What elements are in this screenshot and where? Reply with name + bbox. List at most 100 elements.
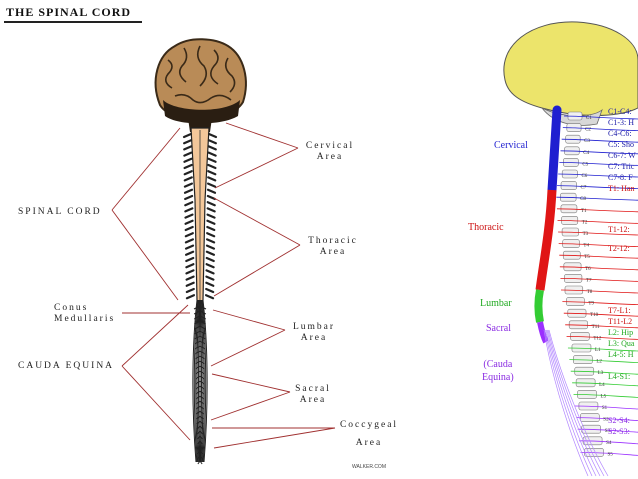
nerve-rootlet	[206, 232, 216, 238]
cauda-fiber-right	[548, 329, 609, 477]
vertebra-label: C5	[582, 162, 588, 167]
cauda-fiber-right	[546, 329, 601, 477]
cauda-branch	[194, 355, 201, 360]
nerve-rootlet	[184, 213, 194, 219]
nerve-rootlet	[183, 188, 194, 194]
cauda-branch	[199, 340, 206, 345]
diagram-title: THE SPINAL CORD	[6, 5, 132, 19]
nerve-rootlet	[206, 219, 216, 225]
cauda-fiber	[195, 299, 199, 463]
nerve-rootlet	[184, 225, 194, 232]
spinal-nerve	[558, 173, 638, 178]
spinal-nerve	[562, 301, 638, 305]
nerve-rootlet	[207, 145, 217, 151]
cauda-branch	[197, 450, 201, 455]
cauda-branch	[199, 315, 206, 320]
nerve-rootlet	[205, 250, 215, 256]
cauda-branch	[199, 370, 205, 375]
vertebra-label: S1	[602, 406, 608, 411]
cauda-branch	[199, 335, 206, 340]
cauda-branch	[199, 305, 207, 310]
spinal-nerve	[574, 405, 638, 410]
cauda-branch	[193, 310, 201, 315]
cauda-fiber	[192, 299, 198, 463]
cauda-branch	[196, 420, 201, 425]
spinal-nerve	[566, 336, 638, 340]
vertebra-label: S4	[606, 441, 612, 446]
nerve-note: C1-C4:	[608, 107, 632, 116]
nerve-rootlet	[205, 269, 215, 275]
cauda-fiber	[202, 299, 208, 463]
nerve-note: L4-5: H	[608, 350, 634, 359]
nerve-rootlet	[206, 207, 216, 213]
cauda-branch	[195, 375, 201, 380]
spinal-cord-illustration	[111, 38, 336, 465]
cauda-branch	[199, 435, 204, 440]
nerve-rootlet	[206, 194, 216, 201]
cauda-branch	[196, 440, 201, 445]
nerve-note: C1-3: H	[608, 118, 634, 127]
nerve-rootlet	[184, 232, 194, 238]
cauda-branch	[194, 315, 201, 320]
cauda-branch	[195, 390, 201, 395]
nerve-rootlet	[185, 281, 195, 287]
nerve-rootlet	[204, 294, 215, 300]
cauda-branch	[194, 320, 201, 325]
nerve-rootlet	[184, 238, 195, 244]
cauda-branch	[199, 430, 204, 435]
cauda-branch	[196, 435, 201, 440]
nerve-rootlet	[207, 151, 217, 157]
cauda-branch	[199, 385, 205, 390]
cauda-branch	[199, 380, 205, 385]
cauda-branch	[195, 360, 201, 365]
nerve-note: S2-S4:	[608, 416, 630, 425]
nerve-note: C7-8: F	[608, 173, 633, 182]
nerve-rootlet	[206, 201, 216, 207]
cauda-fiber	[201, 299, 207, 463]
cauda-branch	[199, 390, 205, 395]
nerve-rootlet	[183, 139, 193, 145]
nerve-note: L2: Hip	[608, 328, 634, 337]
vertebra-label: C7	[581, 186, 587, 191]
cauda-branch	[194, 345, 201, 350]
vertebra-label: C3	[584, 139, 590, 144]
cauda-branch	[199, 355, 206, 360]
spinal-nerve	[559, 266, 638, 271]
spinal-nerve	[563, 115, 638, 120]
cauda-fiber-right	[543, 329, 589, 477]
nerve-note: C5: Sho	[608, 140, 635, 149]
artist-signature: WALKER.COM	[352, 464, 386, 470]
vertebra-label: S3	[605, 429, 611, 434]
vertebra-label: L2	[596, 360, 602, 365]
cauda-branch	[199, 350, 206, 355]
vertebra-label: T4	[583, 244, 589, 249]
cauda-branch	[199, 375, 205, 380]
cauda-branch	[197, 455, 201, 460]
cord-lumbar-segment	[534, 289, 544, 323]
vertebra-label: T6	[585, 267, 591, 272]
vertebra-label: S2	[603, 418, 609, 423]
nerve-rootlet	[184, 201, 194, 207]
cauda-branch	[193, 305, 201, 310]
nerve-rootlet	[206, 213, 216, 219]
cauda-branch	[199, 360, 205, 365]
nerve-note: T11-L2	[608, 317, 633, 326]
nerve-rootlet	[182, 132, 193, 139]
cauda-fiber-right	[545, 329, 597, 477]
cauda-branch	[194, 335, 201, 340]
spinal-cord-column	[182, 127, 218, 465]
cauda-branch	[199, 460, 203, 465]
vertebra-label: T2	[582, 220, 588, 225]
cord-cervical-segment	[547, 105, 562, 195]
cauda-branch	[199, 450, 203, 455]
nerve-note: T2-12:	[608, 244, 630, 253]
nerve-rootlet	[183, 157, 193, 163]
vertebra-label: L1	[595, 348, 601, 353]
nerve-rootlet	[207, 170, 217, 176]
cauda-branch	[194, 340, 201, 345]
